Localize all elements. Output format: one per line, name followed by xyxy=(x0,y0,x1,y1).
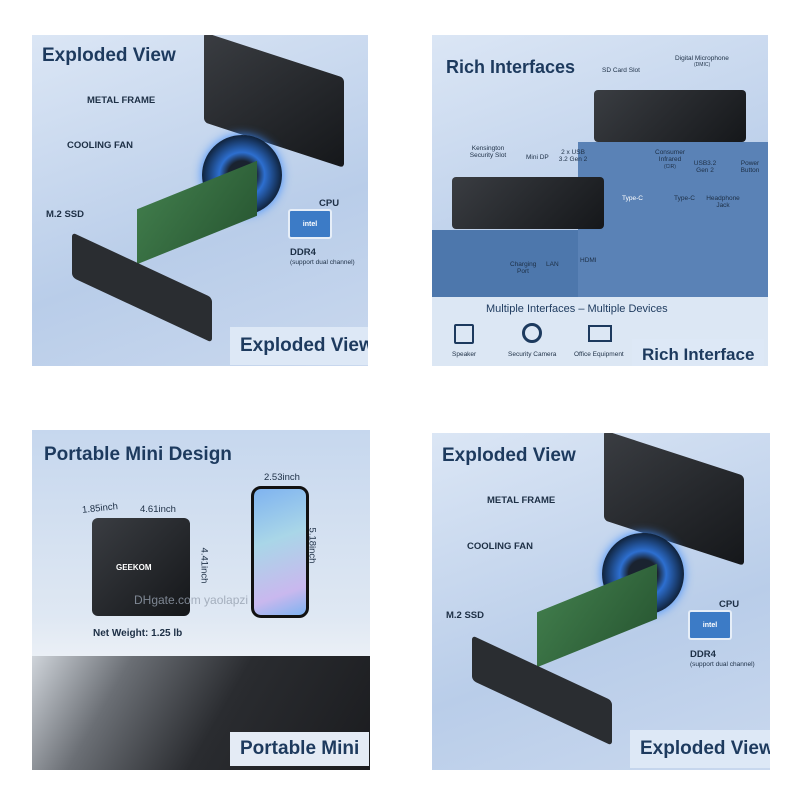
panel-title: Portable Mini Design xyxy=(44,444,232,465)
port-lan: LAN xyxy=(546,261,559,268)
brand-logo: GEEKOM xyxy=(116,563,152,572)
device-office-equipment: Office Equipment xyxy=(574,351,624,358)
panel-title: Exploded View xyxy=(42,45,176,66)
port-usb32: USB3.2 Gen 2 xyxy=(693,160,717,175)
panel-title: Rich Interfaces xyxy=(446,57,576,77)
label-cooling-fan: COOLING FAN xyxy=(467,541,533,552)
port-digital-microphone: Digital Microphone xyxy=(675,55,729,62)
dim-height: 4.41inch xyxy=(198,547,210,584)
port-hdmi: HDMI xyxy=(580,257,597,264)
port-consumer-ir: Consumer Infrared xyxy=(655,149,685,164)
pedestal-right xyxy=(578,142,768,300)
port-consumer-ir-note: (CIR) xyxy=(664,164,676,170)
dim-depth: 1.85inch xyxy=(81,501,119,516)
label-cooling-fan: COOLING FAN xyxy=(67,140,133,151)
port-kensington: Kensington Security Slot xyxy=(469,145,507,160)
panel-title: Exploded View xyxy=(442,445,576,466)
exploded-view-panel-top[interactable]: Exploded View METAL FRAME COOLING FAN M.… xyxy=(32,35,368,366)
port-type-c-back: Type-C xyxy=(622,195,643,202)
panel-caption: Exploded View xyxy=(630,730,770,768)
label-metal-frame: METAL FRAME xyxy=(87,95,156,106)
device-speaker: Speaker xyxy=(452,351,477,358)
net-weight: Net Weight: 1.25 lb xyxy=(93,628,183,639)
port-charging: Charging Port xyxy=(510,261,537,276)
portable-mini-design-panel[interactable]: Portable Mini Design 1.85inch 4.61inch G… xyxy=(32,430,370,770)
security-camera-icon xyxy=(522,323,542,343)
dim-width: 4.61inch xyxy=(140,504,176,515)
label-ddr4-note: (support dual channel) xyxy=(290,259,355,266)
motherboard-image xyxy=(537,563,657,668)
port-mini-dp: Mini DP xyxy=(526,154,549,161)
mini-pc-image xyxy=(92,518,190,616)
monitor-icon xyxy=(588,325,612,342)
speaker-icon xyxy=(454,324,474,344)
port-type-c-front: Type-C xyxy=(674,195,695,202)
mini-pc-front-image xyxy=(594,90,746,142)
device-security-camera: Security Camera xyxy=(508,351,557,358)
label-metal-frame: METAL FRAME xyxy=(487,495,556,506)
dim-phone-width: 2.53inch xyxy=(264,472,300,483)
label-ddr4: DDR4 xyxy=(290,247,316,258)
port-mic-note: (DMIC) xyxy=(694,62,711,68)
phone-image xyxy=(251,486,309,618)
label-cpu: CPU xyxy=(719,599,740,610)
exploded-view-panel-bottom[interactable]: Exploded View METAL FRAME COOLING FAN M.… xyxy=(432,433,770,770)
dim-phone-height: 5.18inch xyxy=(306,527,318,564)
intel-chip-icon: intel xyxy=(288,209,332,239)
label-m2-ssd: M.2 SSD xyxy=(46,209,85,220)
panel-caption: Rich Interface xyxy=(632,339,765,366)
intel-chip-icon: intel xyxy=(688,610,732,640)
label-cpu: CPU xyxy=(319,198,340,209)
label-ddr4: DDR4 xyxy=(690,649,716,660)
port-sd-card-slot: SD Card Slot xyxy=(602,67,640,74)
port-usb: 2 x USB 3.2 Gen 2 xyxy=(558,149,588,164)
rich-interfaces-panel[interactable]: Rich Interfaces SD Card Slot Digital Mic… xyxy=(432,35,768,366)
mini-pc-back-image xyxy=(452,177,604,229)
label-m2-ssd: M.2 SSD xyxy=(446,610,485,621)
label-ddr4-note: (support dual channel) xyxy=(690,661,755,668)
port-headphone-jack: Headphone Jack xyxy=(706,195,740,210)
panel-caption: Portable Mini xyxy=(230,732,370,766)
port-power-button: Power Button xyxy=(740,160,760,175)
multiple-devices-banner: Multiple Interfaces – Multiple Devices xyxy=(486,303,668,315)
panel-caption: Exploded View xyxy=(230,327,368,365)
watermark: DHgate.com yaolapzi xyxy=(134,593,249,607)
motherboard-image xyxy=(137,160,257,265)
